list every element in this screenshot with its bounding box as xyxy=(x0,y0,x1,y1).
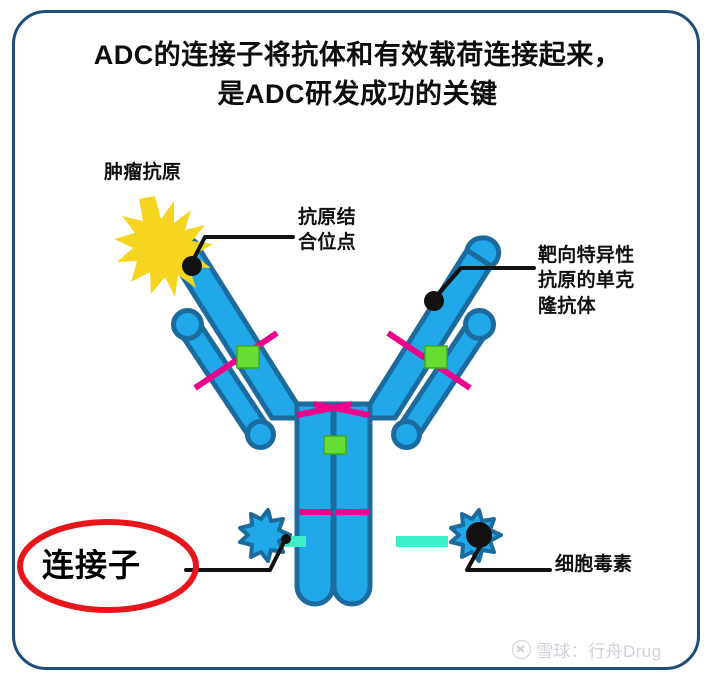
title-line-1: ADC的连接子将抗体和有效载荷连接起来， xyxy=(93,40,622,70)
leader-binding-site xyxy=(189,235,295,266)
hinge-square-left xyxy=(236,345,260,369)
antibody-structure xyxy=(165,235,502,607)
hinge-square-right xyxy=(424,345,448,369)
right-light-chain-arm xyxy=(391,308,496,450)
leader-cytotoxin xyxy=(465,539,552,572)
leader-lines xyxy=(184,235,552,572)
leader-mab xyxy=(431,266,536,302)
watermark: 雪球：行舟Drug xyxy=(512,637,661,662)
label-tumor-antigen: 肿瘤抗原 xyxy=(104,162,182,183)
dot-mab xyxy=(424,291,444,311)
dot-linker xyxy=(281,534,291,544)
leader-linker xyxy=(184,538,287,572)
linker-bar-right xyxy=(396,536,448,547)
label-monoclonal-antibody: 靶向特异性 抗原的单克 隆抗体 xyxy=(538,245,635,317)
disulfide-left xyxy=(193,330,279,391)
right-heavy-chain-tip xyxy=(464,235,502,269)
cytotoxin-star-left xyxy=(238,508,292,563)
fc-stem-left xyxy=(294,401,336,607)
hinge-square-center xyxy=(323,435,347,455)
disulfide-hinge-right xyxy=(313,401,370,418)
page-title: ADC的连接子将抗体和有效载荷连接起来， 是ADC研发成功的关键 xyxy=(50,36,665,114)
xueqiu-logo-icon xyxy=(512,640,531,659)
label-antigen-binding-site: 抗原结 合位点 xyxy=(298,207,356,254)
leader-endpoint-dots xyxy=(182,256,492,548)
dot-binding-site xyxy=(182,256,202,276)
linker-highlight-ellipse xyxy=(17,519,199,613)
label-linker: 连接子 xyxy=(42,547,142,583)
label-cytotoxin: 细胞毒素 xyxy=(555,554,633,575)
disulfide-hinge-left xyxy=(296,401,353,418)
hinge-connectors xyxy=(236,345,448,455)
left-light-chain-arm xyxy=(171,308,276,450)
dot-cytotoxin xyxy=(466,522,492,548)
title-line-2: 是ADC研发成功的关键 xyxy=(217,78,498,109)
fc-stem-right xyxy=(331,401,373,607)
watermark-text: 雪球：行舟Drug xyxy=(536,642,662,661)
